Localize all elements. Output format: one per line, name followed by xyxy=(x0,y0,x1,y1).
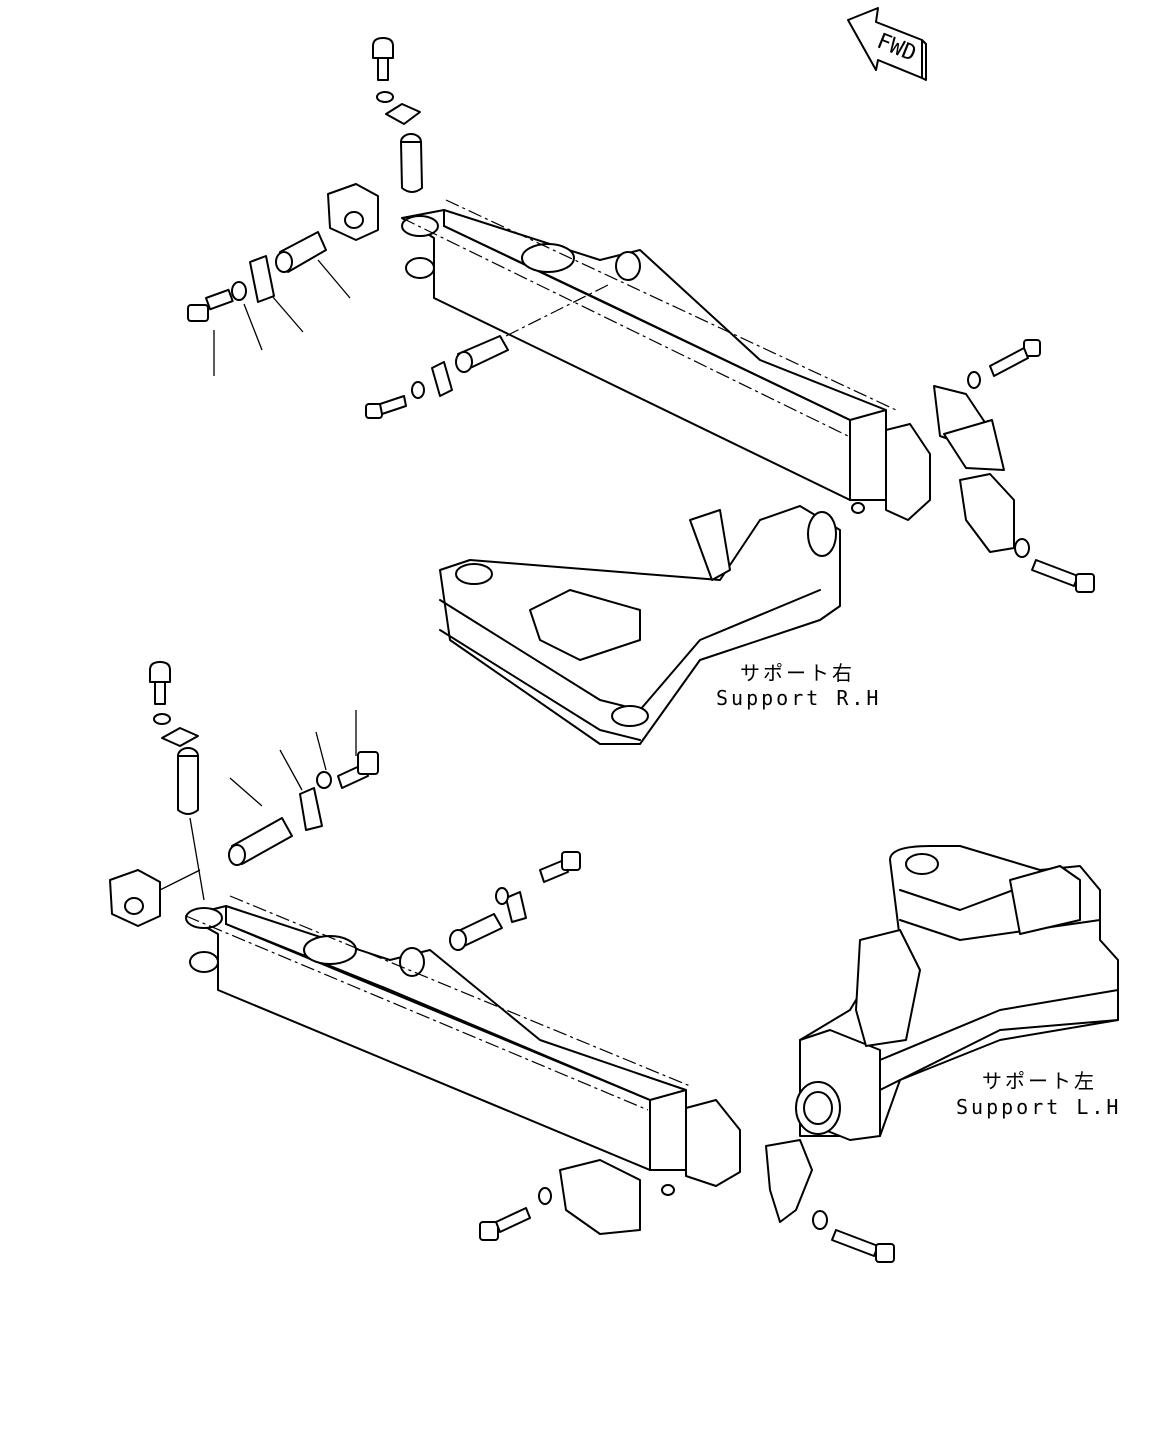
lower-small-hardware xyxy=(449,851,895,1263)
upper-pin-stack xyxy=(327,37,423,241)
support-rh xyxy=(439,505,841,745)
support-lh-label-en: Support L.H xyxy=(956,1095,1121,1119)
support-rh-label-jp: サポート右 xyxy=(740,661,855,685)
support-lh xyxy=(795,845,1119,1141)
support-lh-label-jp: サポート左 xyxy=(982,1069,1097,1093)
lower-side-parts xyxy=(228,710,379,866)
upper-side-parts xyxy=(187,231,351,376)
forward-arrow-icon: FWD xyxy=(847,7,927,81)
upper-axle-beam xyxy=(401,199,931,521)
lower-axle-beam xyxy=(185,895,741,1196)
support-rh-label-en: Support R.H xyxy=(716,686,881,710)
upper-small-hardware xyxy=(365,335,1095,593)
lower-pin-stack xyxy=(109,661,205,927)
